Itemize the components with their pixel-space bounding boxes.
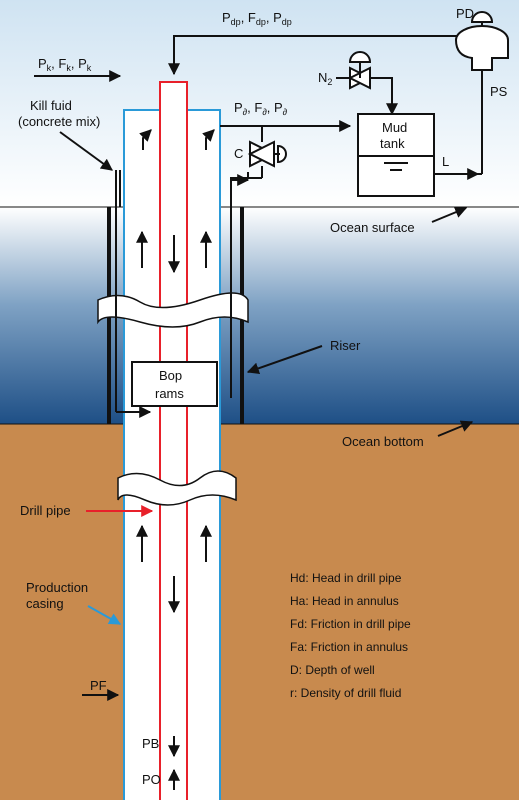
drill-pipe-supply-line — [168, 35, 459, 76]
l-label: L — [442, 154, 449, 169]
legend-item: Fd: Friction in drill pipe — [290, 617, 411, 631]
legend-item: D: Depth of well — [290, 663, 375, 677]
legend-item: Fa: Friction in annulus — [290, 640, 408, 654]
ground-background — [0, 424, 519, 800]
production-casing-label-2: casing — [26, 596, 64, 611]
legend-item: Ha: Head in annulus — [290, 594, 399, 608]
pb-label: PB — [142, 736, 159, 751]
n2-label: N2 — [318, 70, 332, 87]
break-band-upper — [97, 292, 249, 328]
bop-label-1: Bop — [159, 368, 182, 383]
legend-item: Hd: Head in drill pipe — [290, 571, 402, 585]
break-band-lower — [117, 470, 237, 506]
production-casing-pointer — [87, 605, 122, 625]
drill-pipe-pressure-label: Pdp, Fdp, Pdp — [222, 10, 292, 27]
bop-label-2: rams — [155, 386, 184, 401]
ocean-surface-label: Ocean surface — [330, 220, 415, 235]
riser-label: Riser — [330, 338, 361, 353]
choke-valve — [233, 126, 287, 179]
ocean-bottom-label: Ocean bottom — [342, 434, 424, 449]
choke-label: C — [234, 146, 243, 161]
mud-pump — [434, 11, 509, 180]
kill-line — [34, 70, 152, 418]
label-pointers — [82, 206, 474, 701]
legend-item: r: Density of drill fluid — [290, 686, 401, 700]
production-casing-label-1: Production — [26, 580, 88, 595]
drill-pipe-line — [159, 81, 188, 800]
pump-ps-label: PS — [490, 84, 508, 99]
n2-valve — [336, 51, 398, 116]
kill-line-pressure-label: Pk, Fk, Pk — [38, 56, 92, 73]
bop-rams-box — [131, 361, 218, 407]
kill-fluid-label-2: (concrete mix) — [18, 114, 100, 129]
drill-pipe-label: Drill pipe — [20, 503, 71, 518]
mud-tank-label-2: tank — [380, 136, 405, 151]
pump-pd-label: PD — [456, 6, 474, 21]
kill-fluid-label-1: Kill fuid — [30, 98, 72, 113]
flow-arrows — [136, 129, 215, 790]
mud-tank-label-1: Mud — [382, 120, 407, 135]
ocean-background — [0, 207, 519, 424]
mud-tank — [357, 113, 435, 197]
po-label: PO — [142, 772, 161, 787]
casing-bottom-breaks — [123, 730, 221, 800]
annulus-pressure-label: P∂, F∂, P∂ — [234, 100, 288, 117]
legend: Hd: Head in drill pipe Ha: Head in annul… — [290, 571, 411, 700]
pf-label: PF — [90, 678, 107, 693]
